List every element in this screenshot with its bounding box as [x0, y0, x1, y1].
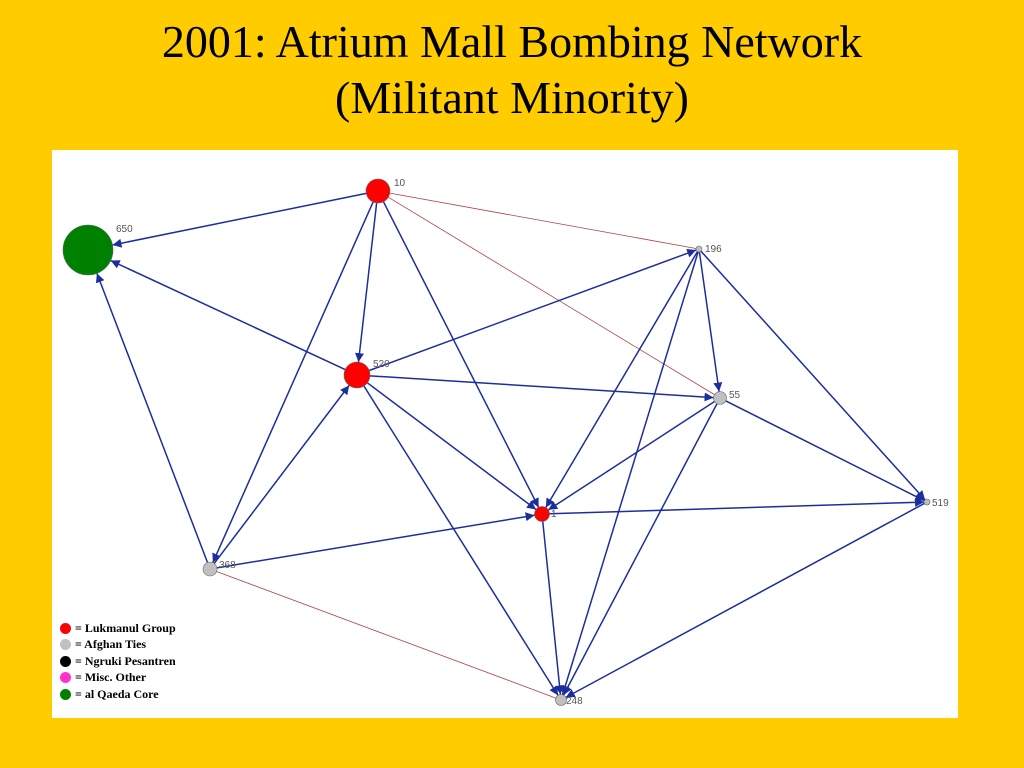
- edge-10-55: [388, 196, 715, 395]
- node-label-55: 55: [729, 390, 741, 401]
- node-label-520: 520: [373, 359, 390, 370]
- legend-dot-afghan: [60, 639, 71, 651]
- legend-label-ngruki: = Ngruki Pesantren: [75, 653, 176, 668]
- edge-368-650: [95, 273, 209, 563]
- node-circle-248: [555, 694, 567, 706]
- node-label-196: 196: [705, 244, 722, 255]
- edge-55-248: [562, 403, 718, 696]
- node-248: 248: [555, 694, 583, 707]
- legend-label-lukmanul: = Lukmanul Group: [75, 620, 176, 635]
- edge-10-368: [212, 201, 374, 563]
- edge-196-1: [545, 251, 699, 508]
- node-circle-10: [365, 178, 391, 204]
- node-label-519: 519: [932, 498, 949, 509]
- edge-10-1: [382, 201, 540, 508]
- node-10: 10: [365, 178, 406, 204]
- node-circle-368: [202, 561, 218, 577]
- edge-196-519: [700, 250, 926, 501]
- edge-10-520: [355, 202, 378, 363]
- node-368: 368: [202, 560, 236, 577]
- node-650: 650: [62, 224, 133, 276]
- legend-label-afghan: = Afghan Ties: [75, 637, 147, 652]
- node-55: 55: [713, 390, 741, 405]
- legend-dot-alqaeda: [60, 688, 71, 700]
- node-label-10: 10: [394, 178, 406, 189]
- node-circle-519: [923, 498, 931, 506]
- slide-title: 2001: Atrium Mall Bombing Network (Milit…: [0, 14, 1024, 126]
- node-circle-55: [713, 391, 727, 405]
- edge-520-650: [110, 259, 346, 371]
- legend-dot-misc: [60, 672, 71, 684]
- network-diagram-panel: 10 650 196 520 55 1 519 368 248 = Lukmanul Group…: [52, 150, 958, 718]
- edge-520-55: [369, 375, 714, 402]
- node-label-368: 368: [219, 560, 236, 571]
- legend-item-afghan: = Afghan Ties: [60, 637, 176, 654]
- legend-label-alqaeda: = al Qaeda Core: [75, 686, 159, 701]
- node-label-1: 1: [551, 509, 557, 520]
- node-519: 519: [923, 498, 949, 509]
- edge-layer: [95, 192, 926, 699]
- node-520: 520: [343, 359, 390, 389]
- node-layer: 10 650 196 520 55 1 519 368 248: [62, 178, 949, 707]
- network-diagram: 10 650 196 520 55 1 519 368 248: [62, 178, 949, 707]
- edge-519-248: [565, 502, 925, 699]
- node-label-248: 248: [566, 696, 583, 707]
- edge-520-248: [363, 385, 559, 696]
- legend-dot-ngruki: [60, 655, 71, 667]
- edge-196-248: [560, 251, 699, 695]
- edge-520-196: [368, 248, 697, 372]
- edge-1-519: [549, 497, 925, 515]
- node-circle-196: [695, 245, 703, 253]
- legend-item-alqaeda: = al Qaeda Core: [60, 686, 176, 703]
- title-line-1: 2001: Atrium Mall Bombing Network: [161, 16, 863, 67]
- edge-10-196: [389, 192, 697, 249]
- edge-368-1: [216, 512, 535, 569]
- title-line-2: (Militant Minority): [335, 72, 689, 123]
- node-label-650: 650: [116, 224, 133, 235]
- edge-368-520: [213, 384, 350, 564]
- node-circle-520: [343, 361, 371, 389]
- edge-196-55: [698, 251, 723, 392]
- edge-55-1: [547, 400, 715, 511]
- node-circle-1: [534, 506, 550, 522]
- node-1: 1: [534, 506, 557, 522]
- edge-10-650: [112, 192, 367, 248]
- legend-item-lukmanul: = Lukmanul Group: [60, 620, 176, 637]
- edge-368-248: [216, 571, 556, 699]
- legend-dot-lukmanul: [60, 622, 71, 634]
- legend-item-ngruki: = Ngruki Pesantren: [60, 653, 176, 670]
- edge-520-1: [366, 382, 537, 511]
- node-196: 196: [695, 244, 722, 255]
- edge-55-519: [725, 400, 925, 502]
- legend-item-misc: = Misc. Other: [60, 670, 176, 687]
- node-circle-650: [62, 224, 114, 276]
- edge-1-248: [542, 521, 565, 695]
- legend-label-misc: = Misc. Other: [75, 670, 147, 685]
- legend: = Lukmanul Group = Afghan Ties = Ngruki …: [60, 620, 176, 703]
